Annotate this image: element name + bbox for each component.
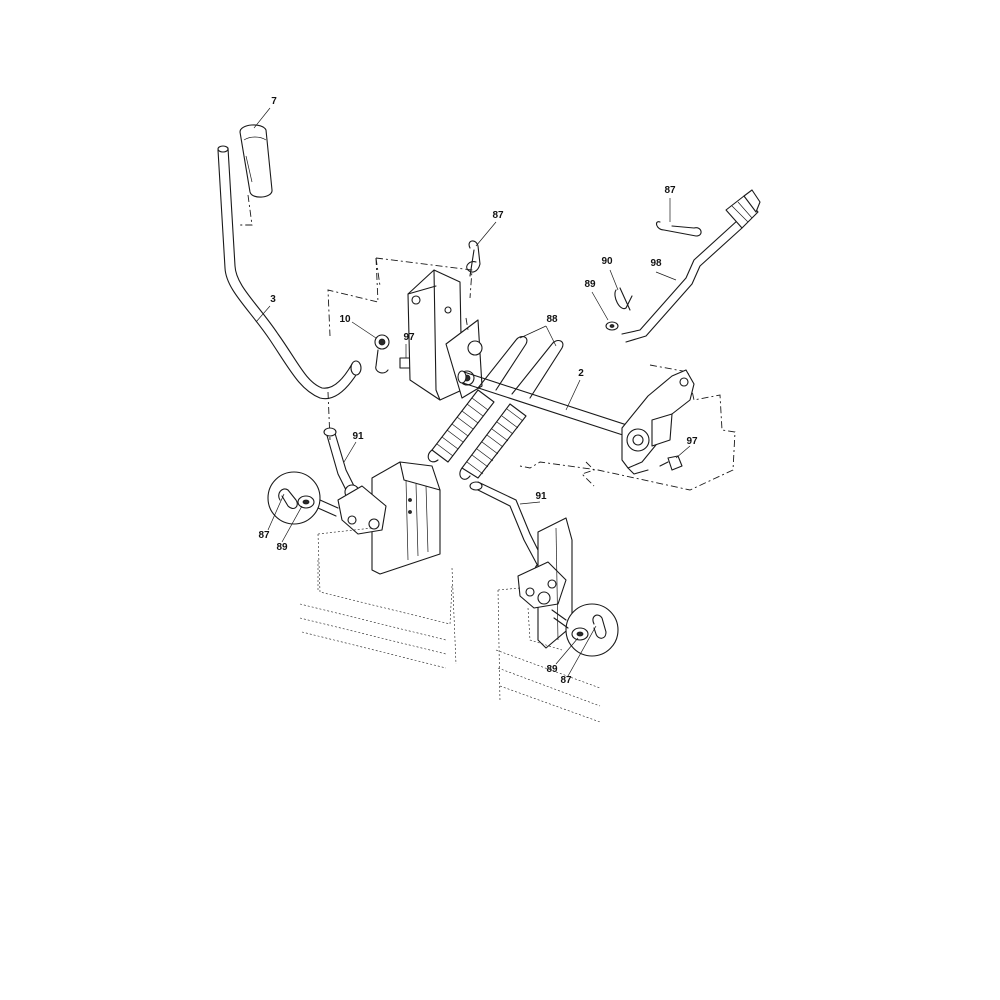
label-89-right-detail: 89 bbox=[546, 664, 558, 675]
label-90: 90 bbox=[601, 256, 613, 267]
label-10: 10 bbox=[339, 314, 351, 325]
leader-lines bbox=[253, 107, 691, 677]
label-89-right: 89 bbox=[584, 279, 596, 290]
spring-hooks bbox=[477, 335, 564, 399]
right-detail-circle bbox=[551, 603, 619, 657]
right-deck-bracket bbox=[517, 517, 573, 649]
right-deck bbox=[495, 587, 601, 723]
label-2: 2 bbox=[578, 368, 584, 379]
label-97-right: 97 bbox=[686, 436, 698, 447]
left-detail-circle bbox=[267, 471, 339, 525]
label-89-left-detail: 89 bbox=[276, 542, 288, 553]
adjustment-rod bbox=[621, 189, 761, 343]
left-deck bbox=[299, 527, 457, 669]
left-deck-bracket bbox=[337, 461, 441, 575]
lift-shaft bbox=[457, 370, 637, 439]
hairpin-clip-top bbox=[466, 240, 481, 277]
phantom-frame bbox=[327, 257, 736, 491]
label-97-left: 97 bbox=[403, 332, 415, 343]
right-bracket bbox=[621, 369, 695, 475]
label-91-left: 91 bbox=[352, 431, 364, 442]
handle-grip bbox=[239, 124, 273, 226]
label-87-top: 87 bbox=[492, 210, 504, 221]
cotter-pin bbox=[614, 287, 633, 311]
label-88: 88 bbox=[546, 314, 558, 325]
label-87-right: 87 bbox=[664, 185, 676, 196]
torsion-spring bbox=[374, 334, 390, 374]
extension-springs bbox=[427, 389, 527, 480]
hairpin-clip-right bbox=[655, 221, 702, 237]
washer-right bbox=[605, 321, 619, 331]
bolt-right bbox=[659, 455, 683, 471]
lift-handle bbox=[217, 145, 362, 441]
label-87-left-detail: 87 bbox=[258, 530, 270, 541]
label-3: 3 bbox=[270, 294, 276, 305]
label-7: 7 bbox=[271, 96, 277, 107]
label-87-right-detail: 87 bbox=[560, 675, 572, 686]
label-98: 98 bbox=[650, 258, 662, 269]
label-91-right: 91 bbox=[535, 491, 547, 502]
